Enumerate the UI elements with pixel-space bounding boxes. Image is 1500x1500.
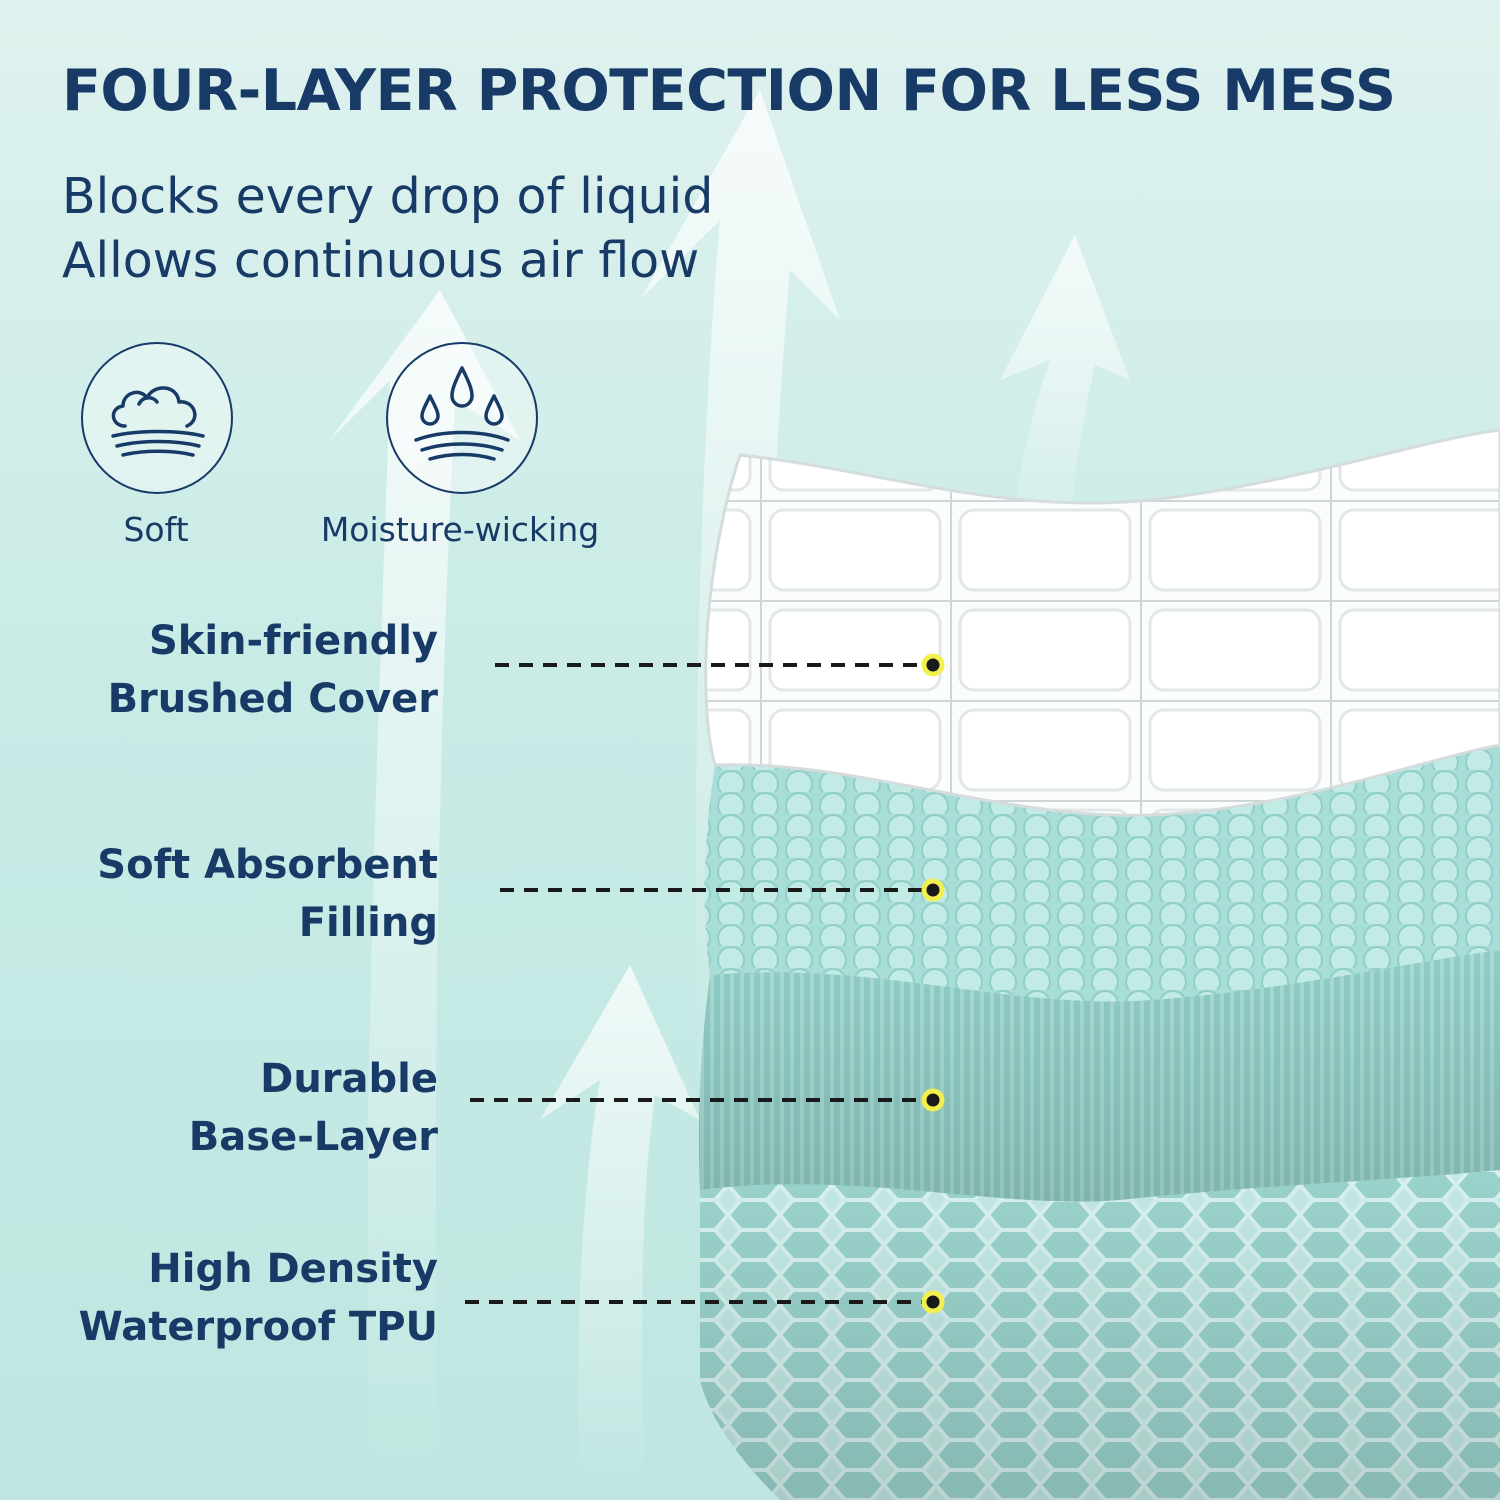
soft-feature-badge	[81, 342, 233, 494]
moisture-wicking-feature-label: Moisture-wicking	[320, 510, 600, 549]
base-layer-label-line1: Durable	[260, 1056, 438, 1102]
cover-layer-label: Skin-friendly Brushed Cover	[108, 612, 438, 728]
soft-feature-label: Soft	[123, 510, 189, 549]
base-layer-label-line2: Base-Layer	[188, 1114, 438, 1160]
water-drops-icon	[414, 366, 510, 461]
base-layer-label: Durable Base-Layer	[189, 1050, 438, 1166]
cover-layer	[705, 430, 1500, 816]
cover-layer-label-line2: Brushed Cover	[107, 676, 438, 722]
tpu-layer-label: High Density Waterproof TPU	[79, 1240, 438, 1356]
tpu-marker-dot	[921, 1290, 945, 1314]
filling-marker-dot	[921, 878, 945, 902]
subheadline-liquid: Blocks every drop of liquid	[62, 168, 714, 225]
filling-layer-label-line1: Soft Absorbent	[97, 842, 438, 888]
cover-marker-dot	[921, 653, 945, 677]
subheadline-airflow: Allows continuous air flow	[62, 232, 700, 289]
filling-layer-label: Soft Absorbent Filling	[97, 836, 438, 952]
airflow-arrow-icon	[330, 290, 520, 1500]
cloud-soft-icon	[111, 386, 205, 457]
airflow-arrow-icon	[1000, 235, 1130, 560]
airflow-arrow-icon	[540, 965, 700, 1500]
cover-layer-label-line1: Skin-friendly	[148, 618, 438, 664]
moisture-wicking-feature-badge	[386, 342, 538, 494]
tpu-layer-label-line2: Waterproof TPU	[78, 1304, 438, 1350]
tpu-layer-label-line1: High Density	[148, 1246, 438, 1292]
base-marker-dot	[921, 1088, 945, 1112]
filling-layer-label-line2: Filling	[298, 900, 438, 946]
filling-layer	[704, 745, 1500, 1002]
page-headline: FOUR-LAYER PROTECTION FOR LESS MESS	[62, 58, 1396, 124]
